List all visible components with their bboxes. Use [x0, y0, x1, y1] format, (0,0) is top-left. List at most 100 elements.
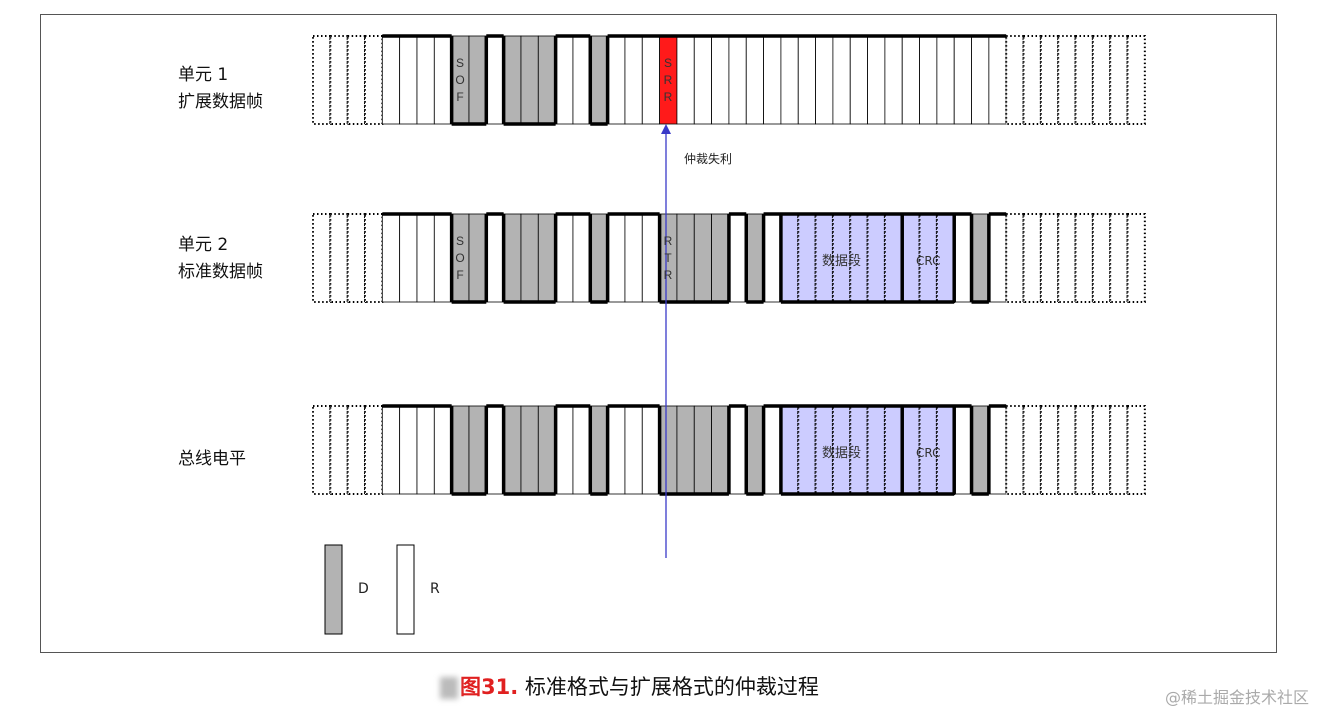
bit-cell [745, 213, 764, 303]
bit-cell [607, 35, 626, 125]
bit-cell [779, 405, 800, 495]
bit-cell [1109, 35, 1129, 125]
figure-caption: 图31. 标准格式与扩展格式的仲裁过程 [440, 671, 819, 701]
bit-cell [1057, 35, 1077, 125]
bit-cell [1039, 405, 1060, 495]
field-mark-sof: SOF [453, 234, 467, 285]
crc-field-label: CRC [916, 254, 941, 268]
row-label-line1: 单元 1 [178, 65, 229, 85]
bit-cell [711, 213, 730, 303]
bit-cell [363, 213, 384, 303]
diagram-frame [40, 14, 1277, 653]
row-label-unit1: 单元 1 扩展数据帧 [178, 62, 263, 116]
bit-cell [312, 35, 332, 125]
bit-cell [901, 35, 920, 125]
field-mark-srr: SRR [661, 56, 675, 107]
bit-cell [572, 35, 591, 125]
bit-cell [1022, 35, 1042, 125]
bit-cell [728, 35, 747, 125]
bit-cell [399, 35, 418, 125]
bit-cell [503, 405, 522, 495]
bit-cell [346, 35, 366, 125]
bit-cell [589, 405, 609, 495]
caption-text: 标准格式与扩展格式的仲裁过程 [524, 675, 819, 699]
bit-cell [381, 35, 401, 125]
bit-cell [711, 405, 730, 495]
bit-cell [1109, 213, 1129, 303]
bit-cell [953, 213, 972, 303]
bit-cell [883, 405, 904, 495]
bit-cell [589, 35, 609, 125]
bit-cell [884, 35, 903, 125]
bit-cell [1057, 405, 1077, 495]
watermark: @稀土掘金技术社区 [1164, 688, 1309, 707]
bit-cell [693, 35, 712, 125]
bit-cell [953, 35, 972, 125]
bit-cell [763, 405, 782, 495]
bit-cell [693, 405, 712, 495]
bit-cell [1126, 405, 1146, 495]
bit-cell [346, 213, 366, 303]
bit-cell [797, 405, 817, 495]
bit-cell [832, 35, 851, 125]
data-field-label: 数据段 [822, 446, 861, 461]
signal-waveform [382, 34, 1007, 126]
bit-cell [1126, 35, 1146, 125]
figure-number: 图31. [460, 675, 519, 699]
bit-cell [329, 213, 349, 303]
bit-cell [1126, 213, 1146, 303]
bit-cell [312, 405, 332, 495]
bit-cell [624, 35, 643, 125]
bit-cell [797, 35, 816, 125]
signal-waveform [382, 404, 1007, 496]
legend-recessive-label: R [430, 581, 440, 597]
bit-cell [1005, 213, 1025, 303]
bit-cell [641, 35, 661, 125]
data-field-label: 数据段 [822, 254, 861, 269]
legend-dominant-swatch [324, 544, 343, 635]
bit-cell [866, 405, 886, 495]
row-label-line2: 扩展数据帧 [178, 92, 263, 112]
bit-cell [815, 35, 834, 125]
bit-cell [520, 213, 539, 303]
bit-cell [779, 213, 800, 303]
bit-cell [1039, 35, 1060, 125]
bit-cell [1005, 35, 1025, 125]
bit-cell [555, 405, 574, 495]
bit-cell [988, 405, 1007, 495]
bit-cell [381, 213, 401, 303]
bit-cell [363, 405, 384, 495]
bit-cell [416, 405, 435, 495]
bit-cell [346, 405, 366, 495]
bit-cell [763, 35, 782, 125]
row-label-bus: 总线电平 [178, 446, 246, 473]
bit-cell [659, 405, 678, 495]
bit-cell [537, 213, 557, 303]
bit-cell [641, 405, 661, 495]
bit-cell [780, 35, 799, 125]
bit-cell [693, 213, 712, 303]
signal-waveform [382, 212, 1007, 304]
bit-cell [399, 405, 418, 495]
bit-cell [971, 405, 990, 495]
legend-recessive-swatch [396, 544, 415, 635]
bit-cell [555, 35, 574, 125]
bit-cell [1074, 35, 1094, 125]
bit-cell [468, 213, 487, 303]
bit-cell [1091, 405, 1112, 495]
bit-cell [589, 213, 609, 303]
bit-cell [988, 35, 1007, 125]
blurred-icon [440, 677, 458, 699]
legend-dominant-label: D [358, 581, 369, 597]
field-mark-rtr: RTR [661, 234, 675, 285]
bit-cell [572, 213, 591, 303]
bit-cell [988, 213, 1007, 303]
bit-cell [797, 213, 817, 303]
bit-cell [468, 405, 487, 495]
bit-cell [728, 213, 747, 303]
bit-cell [883, 213, 904, 303]
bit-cell [1091, 35, 1112, 125]
bit-cell [676, 35, 695, 125]
